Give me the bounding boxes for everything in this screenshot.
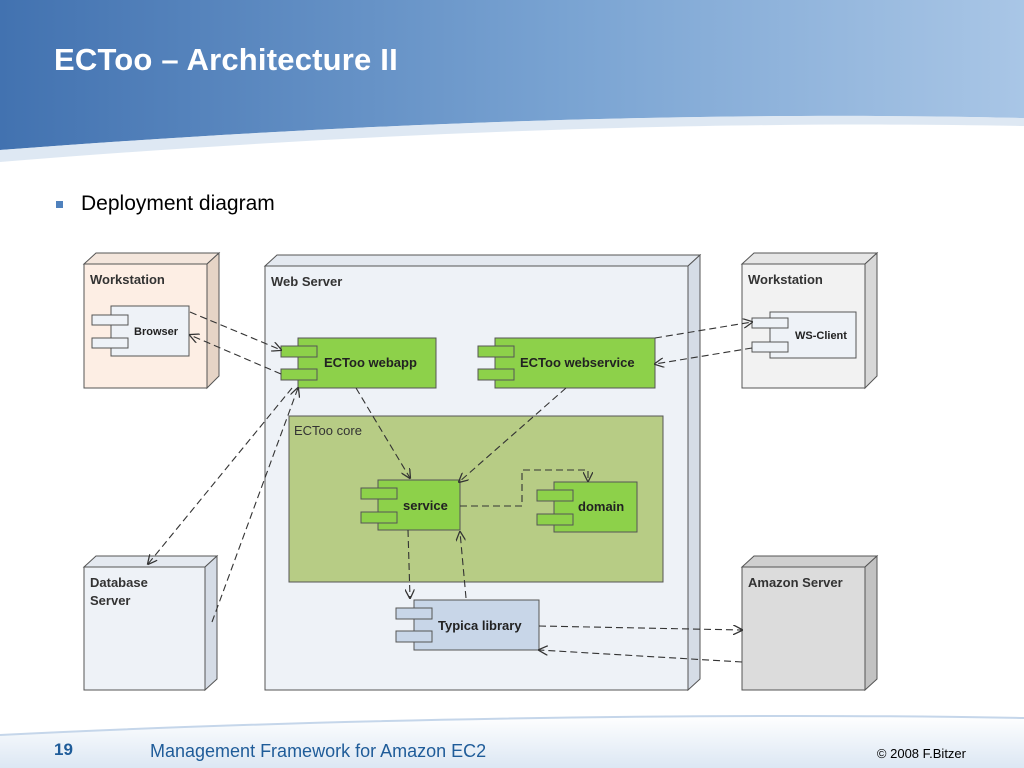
node-amazon-server: Amazon Server	[740, 554, 879, 692]
node-database-server: Database Server	[82, 554, 219, 692]
component-label-ws-client: WS-Client	[795, 330, 847, 342]
node-label-database-line1: Database	[90, 575, 148, 590]
slide-title: ECToo – Architecture II	[54, 42, 398, 77]
package-label-ectoo-core: ECToo core	[294, 423, 362, 438]
component-service: service	[360, 479, 461, 531]
component-ectoo-webapp: ECToo webapp	[280, 337, 437, 389]
footer-band	[0, 715, 1024, 768]
dependency-typica-to-service	[460, 532, 467, 599]
component-label-service: service	[403, 498, 448, 513]
dependency-webapp-to-service	[355, 387, 410, 478]
bullet-marker	[56, 201, 63, 208]
dependency-typica-to-amazon	[538, 626, 742, 630]
node-label-web-server: Web Server	[271, 274, 342, 289]
component-label-typica-library: Typica library	[438, 618, 522, 633]
dependency-service-to-domain	[460, 469, 588, 507]
component-label-ectoo-webapp: ECToo webapp	[324, 355, 417, 370]
copyright-text: © 2008 F.Bitzer	[876, 746, 966, 761]
component-label-ectoo-webservice: ECToo webservice	[520, 355, 635, 370]
component-ws-client: WS-Client	[751, 311, 857, 359]
component-label-browser: Browser	[134, 326, 179, 338]
bullet-item: Deployment diagram	[56, 192, 275, 216]
footer-title: Management Framework for Amazon EC2	[150, 741, 487, 761]
dependency-webservice-to-service	[459, 387, 567, 482]
dependency-amazon-to-typica	[539, 650, 743, 663]
dependency-browser-to-webapp	[189, 311, 281, 350]
component-domain: domain	[536, 481, 638, 533]
dependency-webapp-to-browser	[190, 335, 282, 375]
node-label-database-line2: Server	[90, 593, 130, 608]
node-label-workstation-left: Workstation	[90, 272, 165, 287]
component-label-domain: domain	[578, 499, 624, 514]
node-label-workstation-right: Workstation	[748, 272, 823, 287]
component-ectoo-webservice: ECToo webservice	[477, 337, 656, 389]
dependency-webapp-to-database	[148, 387, 293, 564]
component-browser: Browser	[91, 305, 190, 357]
dependency-database-to-webapp	[211, 388, 298, 623]
dependency-wsclient-to-webservice	[655, 347, 753, 364]
component-typica-library: Typica library	[395, 599, 540, 651]
header-band	[0, 0, 1024, 162]
bullet-text: Deployment diagram	[81, 192, 275, 215]
dependency-webservice-to-wsclient	[654, 322, 752, 339]
dependency-service-to-typica	[408, 529, 410, 598]
page-number: 19	[54, 740, 73, 759]
node-label-amazon-server: Amazon Server	[748, 575, 843, 590]
